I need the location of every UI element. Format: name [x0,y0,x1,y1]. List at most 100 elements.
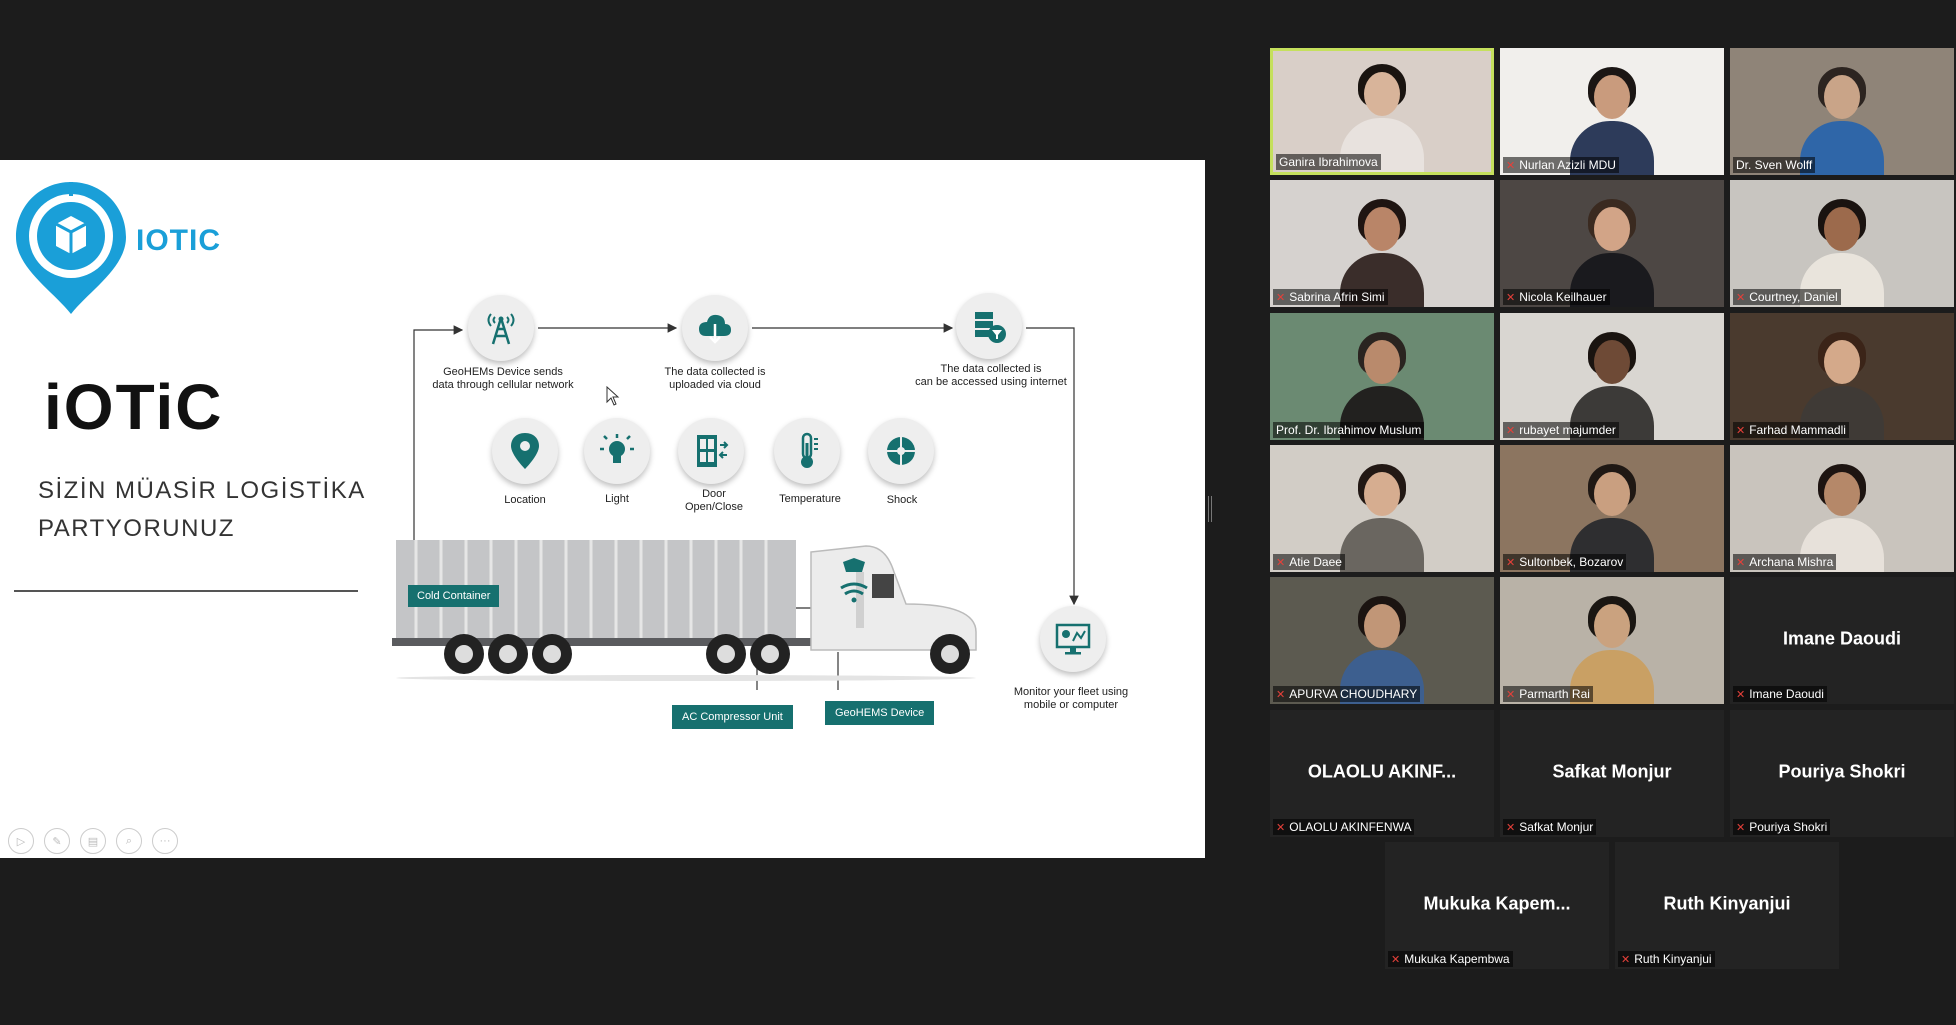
muted-mic-icon: ✕ [1276,821,1286,834]
caption-line: The data collected is [940,363,1042,375]
participant-name: Nicola Keilhauer [1519,290,1607,304]
participant-name: Pouriya Shokri [1749,820,1828,834]
lightbulb-icon [584,418,650,484]
muted-mic-icon: ✕ [1736,291,1746,304]
participant-name: Atie Daee [1289,555,1342,569]
participant-video-figure [1336,462,1428,572]
participant-display-name: Mukuka Kapem... [1423,892,1571,913]
participant-tile[interactable]: ✕Atie Daee [1270,445,1494,572]
participant-name-tag: ✕Ruth Kinyanjui [1618,951,1715,967]
participant-name-tag: ✕Sabrina Afrin Simi [1273,289,1388,305]
muted-mic-icon: ✕ [1391,953,1401,966]
shared-slide: IOTIC iOTiC SİZİN MÜASİR LOGİSTİKA PARTY… [0,160,1205,858]
monitor-caption: Monitor your fleet using mobile or compu… [996,686,1146,712]
muted-mic-icon: ✕ [1506,291,1516,304]
caption-line: mobile or computer [1023,699,1119,711]
participant-tile[interactable]: ✕Sultonbek, Bozarov [1500,445,1724,572]
slides-icon[interactable]: ▤ [80,828,106,854]
participant-display-name: Safkat Monjur [1552,760,1672,781]
participant-tile[interactable]: ✕rubayet majumder [1500,313,1724,440]
participant-name-tag: Ganira Ibrahimova [1276,154,1381,170]
participant-tile[interactable]: ✕Courtney, Daniel [1730,180,1954,307]
participant-tile[interactable]: ✕Farhad Mammadli [1730,313,1954,440]
participant-tile[interactable]: Imane Daoudi✕Imane Daoudi [1730,577,1954,704]
sensor-label: Location [504,494,546,506]
participant-name-tag: Dr. Sven Wolff [1733,157,1816,173]
sensor-label: Door Open/Close [666,488,762,514]
shock-crosshair-icon [868,418,934,484]
participant-tile[interactable]: Dr. Sven Wolff [1730,48,1954,175]
participant-tile[interactable]: ✕Nurlan Azizli MDU [1500,48,1724,175]
participant-name-tag: Prof. Dr. Ibrahimov Muslum [1273,422,1425,438]
participant-name: rubayet majumder [1519,423,1616,437]
divider [14,590,358,592]
pen-icon[interactable]: ✎ [44,828,70,854]
participant-name: Ganira Ibrahimova [1279,155,1378,169]
participant-tile[interactable]: ✕APURVA CHOUDHARY [1270,577,1494,704]
play-icon[interactable]: ▷ [8,828,34,854]
muted-mic-icon: ✕ [1276,556,1286,569]
participant-video-figure [1566,197,1658,307]
participant-name: APURVA CHOUDHARY [1289,687,1418,701]
caption-line: Monitor your fleet using [1013,686,1129,698]
participant-name: Imane Daoudi [1749,687,1824,701]
server-filter-icon [956,293,1022,359]
location-pin-icon [492,418,558,484]
muted-mic-icon: ✕ [1506,159,1516,172]
participant-name-tag: ✕Imane Daoudi [1733,686,1827,702]
muted-mic-icon: ✕ [1736,556,1746,569]
sensor-label-line: Door [702,488,726,500]
participant-display-name: Ruth Kinyanjui [1663,892,1791,913]
participant-name-tag: ✕Safkat Monjur [1503,819,1597,835]
participant-video-figure [1566,462,1658,572]
slide-subtitle-line: PARTYORUNUZ [38,515,235,542]
caption-line: uploaded via cloud [669,379,761,391]
zoom-icon[interactable]: ⌕ [116,828,142,854]
participant-tile[interactable]: ✕Nicola Keilhauer [1500,180,1724,307]
participant-tile[interactable]: OLAOLU AKINF...✕OLAOLU AKINFENWA [1270,710,1494,837]
flow-arrows [413,323,1079,690]
participant-tile[interactable]: ✕Archana Mishra [1730,445,1954,572]
muted-mic-icon: ✕ [1736,424,1746,437]
participant-name: Dr. Sven Wolff [1736,158,1813,172]
participant-display-name: Imane Daoudi [1782,627,1902,648]
mouse-cursor-icon [606,386,620,406]
participant-name-tag: ✕Archana Mishra [1733,554,1837,570]
participant-name: Nurlan Azizli MDU [1519,158,1616,172]
muted-mic-icon: ✕ [1276,688,1286,701]
more-icon[interactable]: ··· [152,828,178,854]
participant-name: Sabrina Afrin Simi [1289,290,1385,304]
participant-name: Sultonbek, Bozarov [1519,555,1624,569]
participant-name-tag: ✕Farhad Mammadli [1733,422,1849,438]
muted-mic-icon: ✕ [1506,424,1516,437]
participant-name-tag: ✕Nurlan Azizli MDU [1503,157,1619,173]
caption-line: GeoHEMs Device sends [443,366,563,378]
muted-mic-icon: ✕ [1736,688,1746,701]
participant-display-name: OLAOLU AKINF... [1307,760,1457,781]
splitter-handle[interactable] [1208,496,1212,522]
participant-tile[interactable]: Ruth Kinyanjui✕Ruth Kinyanjui [1615,842,1839,969]
participant-name-tag: ✕Atie Daee [1273,554,1345,570]
monitor-icon [1040,606,1106,672]
iotic-logo-icon [16,182,126,314]
muted-mic-icon: ✕ [1276,291,1286,304]
participant-tile[interactable]: Safkat Monjur ✕Safkat Monjur [1500,710,1724,837]
muted-mic-icon: ✕ [1621,953,1631,966]
cloud-upload-icon [682,295,748,361]
participant-tile[interactable]: Mukuka Kapem...✕Mukuka Kapembwa [1385,842,1609,969]
participant-tile[interactable]: ✕Parmarth Rai [1500,577,1724,704]
participant-display-name: Pouriya Shokri [1778,760,1906,781]
participant-tile[interactable]: ✕Sabrina Afrin Simi [1270,180,1494,307]
participant-tile[interactable]: Pouriya Shokri✕Pouriya Shokri [1730,710,1954,837]
step-caption: The data collected is can be accessed us… [906,363,1076,389]
caption-line: The data collected is [664,366,766,378]
cold-container-label: Cold Container [408,585,500,607]
sensor-label: Light [605,493,629,505]
participant-name: Ruth Kinyanjui [1634,952,1712,966]
participant-tile[interactable]: Prof. Dr. Ibrahimov Muslum [1270,313,1494,440]
participant-tile[interactable]: Ganira Ibrahimova [1270,48,1494,175]
sensor-label-line: Open/Close [684,501,744,513]
muted-mic-icon: ✕ [1506,821,1516,834]
participant-name: Archana Mishra [1749,555,1834,569]
participant-name: Parmarth Rai [1519,687,1590,701]
